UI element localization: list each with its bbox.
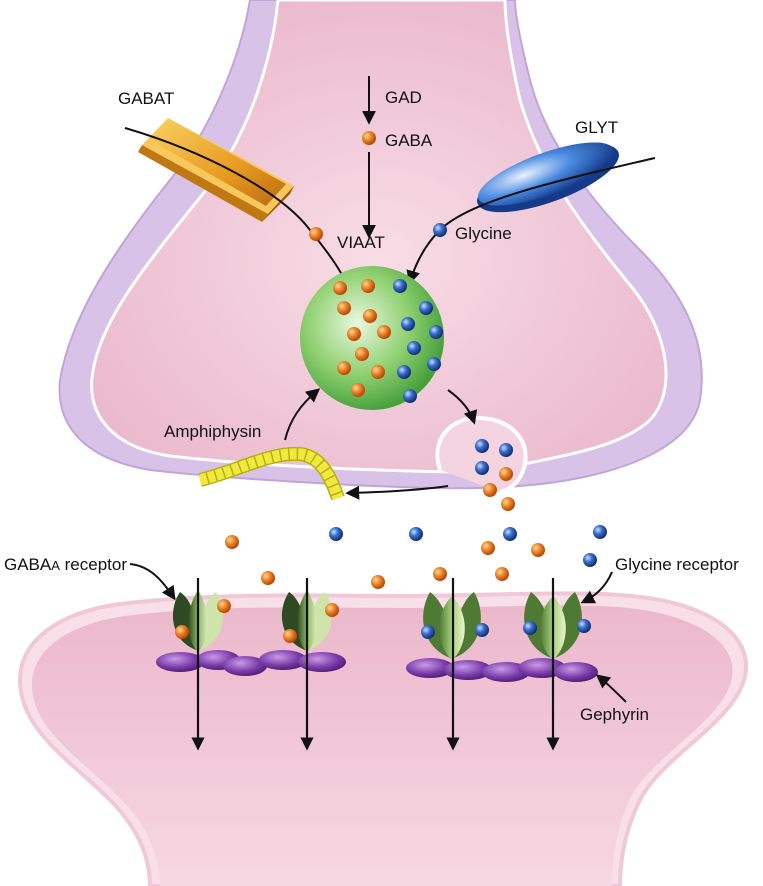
presynaptic-terminal: [90, 0, 668, 474]
glycine-molecule: [397, 365, 411, 379]
gaba-molecule: [283, 629, 297, 643]
gaba-molecule: [362, 131, 376, 145]
gaba-molecule: [531, 543, 545, 557]
amphiphysin-label: Amphiphysin: [164, 422, 261, 441]
glycine-molecules: [329, 223, 607, 639]
glycine-receptor-1: [423, 592, 481, 660]
glycine-molecule: [583, 553, 597, 567]
postsynaptic-cell: [31, 605, 733, 886]
glycine-molecule: [577, 619, 591, 633]
gaba-molecule: [355, 347, 369, 361]
gaba-molecule: [499, 467, 513, 481]
gaba-molecule: [363, 309, 377, 323]
gaba-molecule: [309, 227, 323, 241]
gaba-molecule: [225, 535, 239, 549]
gaba-molecule: [377, 325, 391, 339]
glycine-molecule: [475, 461, 489, 475]
glyt-uptake-arrow: [406, 157, 656, 285]
gaba-molecule: [347, 327, 361, 341]
glycine-label: Glycine: [455, 224, 512, 243]
gaba-a-receptor-pointer: [129, 563, 176, 601]
gaba-molecule: [351, 383, 365, 397]
gephyrin-label: Gephyrin: [580, 705, 649, 724]
glycine-receptor-label: Glycine receptor: [615, 555, 739, 574]
glycine-molecule: [329, 527, 343, 541]
gephyrin-pointer: [595, 674, 627, 703]
gaba-molecule: [483, 483, 497, 497]
glycine-molecule: [407, 341, 421, 355]
gabat-label: GABAT: [118, 89, 174, 108]
glycine-molecule: [401, 317, 415, 331]
glycine-molecule: [503, 527, 517, 541]
gaba-molecule: [361, 279, 375, 293]
glycine-molecule: [499, 443, 513, 457]
glycine-molecule: [475, 439, 489, 453]
glycine-molecule: [523, 621, 537, 635]
viaat-label: VIAAT: [337, 233, 385, 252]
gaba-a-receptor-label: GABAA receptor: [4, 555, 127, 574]
glycine-molecule: [409, 527, 423, 541]
gephyrin-cluster-left: [156, 650, 346, 676]
recycling-arrow: [345, 485, 449, 500]
amphiphysin-arrow: [284, 388, 321, 441]
glycine-molecule: [393, 279, 407, 293]
gaba-molecule: [371, 365, 385, 379]
glyt-label: GLYT: [575, 118, 618, 137]
gaba-molecule: [433, 567, 447, 581]
gaba-molecule: [333, 281, 347, 295]
gaba-molecule: [495, 567, 509, 581]
exocytosis-arrow: [447, 389, 478, 425]
gaba-molecule: [481, 541, 495, 555]
glycine-molecule: [433, 223, 447, 237]
gad-label: GAD: [385, 88, 422, 107]
glycine-molecule: [403, 389, 417, 403]
gaba-molecule: [217, 599, 231, 613]
gaba-molecule: [501, 497, 515, 511]
gaba-molecule: [337, 361, 351, 375]
gaba-molecule: [175, 625, 189, 639]
gaba-label: GABA: [385, 131, 433, 150]
gaba-molecule: [261, 571, 275, 585]
glycine-molecule: [475, 623, 489, 637]
gaba-molecule: [337, 301, 351, 315]
gaba-molecules: [175, 131, 545, 643]
glycine-molecule: [427, 357, 441, 371]
glycine-molecule: [593, 525, 607, 539]
glycine-receptor-pointer: [580, 571, 613, 604]
glycine-molecule: [419, 301, 433, 315]
gaba-molecule: [325, 603, 339, 617]
glycine-molecule: [421, 625, 435, 639]
gaba-molecule: [371, 575, 385, 589]
glycine-molecule: [429, 325, 443, 339]
amphiphysin-chain: [198, 446, 345, 501]
